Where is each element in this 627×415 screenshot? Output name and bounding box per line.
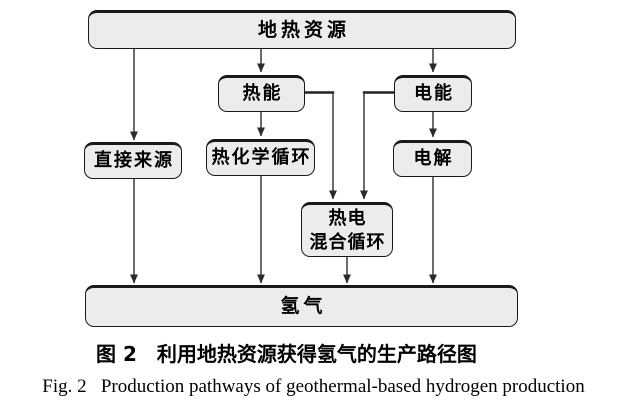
node-thermochemical-label: 热化学循环 bbox=[211, 147, 312, 169]
node-electrolysis-label: 电解 bbox=[413, 148, 454, 170]
node-electric-label: 电能 bbox=[414, 83, 454, 105]
figure-caption-english: Fig. 2 Production pathways of geothermal… bbox=[42, 376, 585, 397]
node-direct-source: 直接来源 bbox=[84, 142, 182, 179]
node-thermal-energy: 热能 bbox=[218, 75, 305, 112]
node-direct-label: 直接来源 bbox=[94, 150, 174, 172]
node-hydrogen-label: 氢气 bbox=[280, 295, 327, 318]
node-thermal-label: 热能 bbox=[242, 83, 283, 105]
node-geothermal-label: 地热资源 bbox=[257, 18, 350, 41]
node-hybrid-label-line1: 热电 bbox=[328, 207, 367, 229]
node-hydrogen: 氢气 bbox=[85, 285, 518, 327]
node-thermoelectric-hybrid-cycle: 热电 混合循环 bbox=[301, 202, 393, 257]
node-thermochemical-cycle: 热化学循环 bbox=[206, 139, 315, 176]
node-electrolysis: 电解 bbox=[393, 140, 472, 177]
node-geothermal-resources: 地热资源 bbox=[88, 10, 516, 49]
figure-caption-chinese: 图 2 利用地热资源获得氢气的生产路径图 bbox=[96, 342, 477, 366]
node-electric-energy: 电能 bbox=[394, 75, 472, 112]
node-hybrid-label-line2: 混合循环 bbox=[309, 231, 386, 253]
